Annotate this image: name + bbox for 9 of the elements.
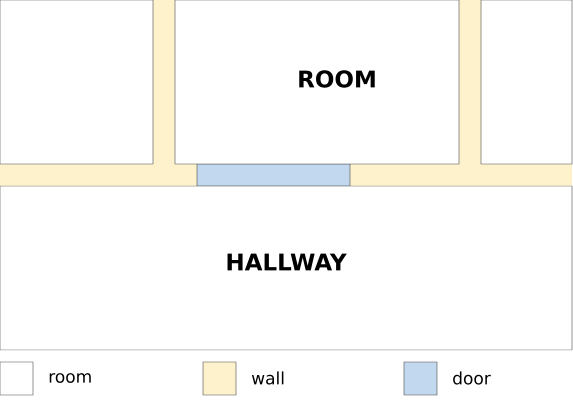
room-box — [174, 0, 460, 164]
room-label: ROOM — [299, 70, 375, 88]
legend-label: wall — [252, 371, 284, 385]
room-box — [0, 0, 154, 164]
legend-label: door — [453, 371, 491, 385]
room-box — [480, 0, 572, 164]
legend-label: room — [50, 373, 91, 383]
room-label: HALLWAY — [228, 254, 347, 270]
room-box — [0, 186, 572, 350]
